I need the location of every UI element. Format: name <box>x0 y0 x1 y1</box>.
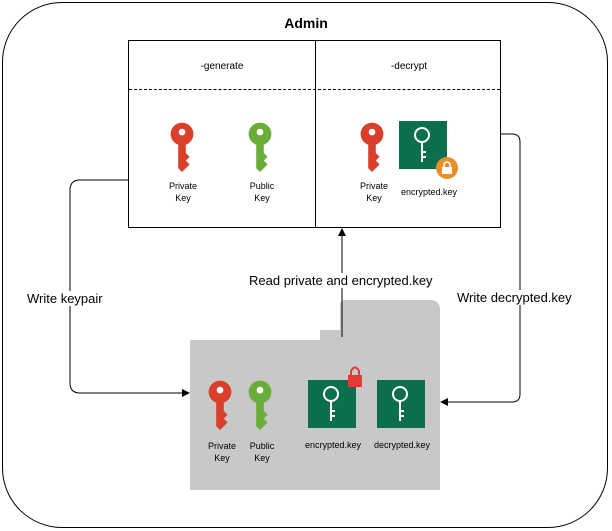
panel-dashed-divider <box>129 89 500 90</box>
arrowhead-read <box>338 228 346 236</box>
public-key-icon <box>248 122 272 172</box>
edge-write-keypair <box>69 179 184 394</box>
write-keypair-label: Write keypair <box>27 291 103 306</box>
folder-encrypted-key-label: encrypted.key <box>304 440 362 450</box>
decrypt-private-key-icon <box>360 122 384 172</box>
encrypted-key-label: encrypted.key <box>400 187 458 197</box>
generate-label: -generate <box>200 61 244 72</box>
private-key-icon <box>170 122 194 172</box>
panel-divider <box>315 41 316 227</box>
folder-decrypted-file-icon <box>377 380 425 428</box>
lock-badge-icon <box>436 157 458 179</box>
arrowhead-decrypted <box>440 398 448 406</box>
folder-encrypted-file-icon <box>308 380 356 428</box>
read-label: Read private and encrypted.key <box>249 273 433 288</box>
folder-decrypted-key-label: decrypted.key <box>373 440 431 450</box>
edge-write-decrypted <box>446 133 521 403</box>
folder-private-key-icon <box>208 380 232 430</box>
arrowhead-keypair <box>182 389 190 397</box>
folder-public-key-icon <box>248 380 272 430</box>
admin-title: Admin <box>284 15 328 31</box>
decrypt-label: -decrypt <box>390 61 428 72</box>
write-decrypted-label: Write decrypted.key <box>457 290 572 305</box>
red-lock-icon <box>348 366 362 387</box>
